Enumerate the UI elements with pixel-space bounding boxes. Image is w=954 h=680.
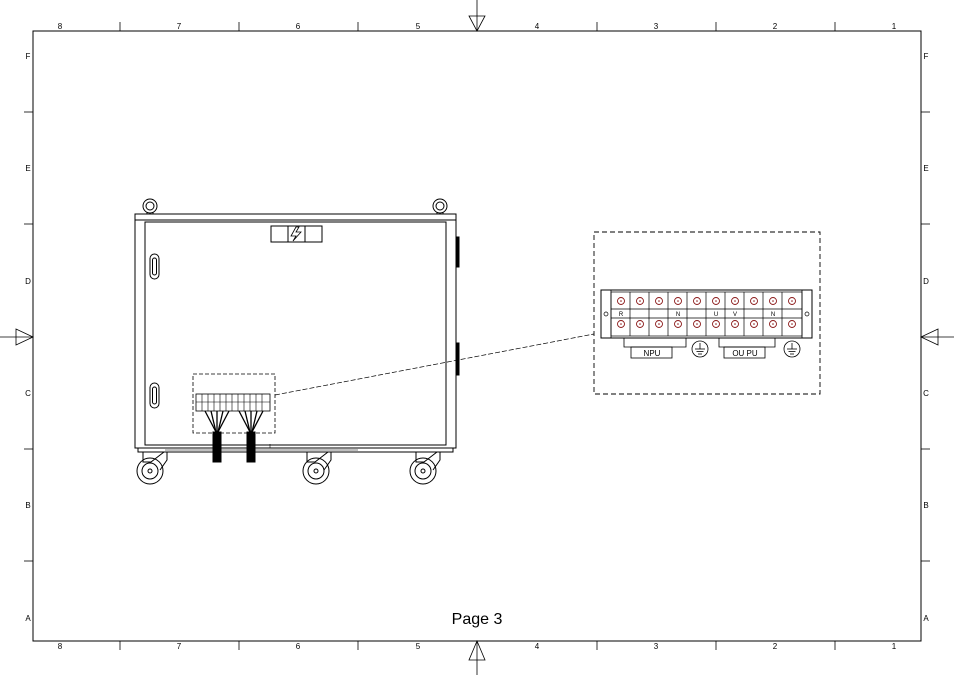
terminal-detail-callout bbox=[593, 231, 821, 395]
input-group-label-box bbox=[630, 346, 673, 359]
zone-row-right-4: C bbox=[923, 389, 929, 398]
terminal-strip bbox=[600, 289, 813, 339]
caster-wheels bbox=[136, 451, 441, 485]
zone-row-right-1: F bbox=[924, 52, 929, 61]
zone-row-left-6: A bbox=[25, 614, 31, 623]
door-handle-top bbox=[149, 253, 160, 280]
terminal-label-r: R bbox=[619, 312, 624, 318]
output-cable-fan bbox=[238, 410, 264, 433]
zone-col-bottom-7: 2 bbox=[773, 642, 778, 651]
zone-ticks bbox=[24, 22, 930, 650]
mounting-hole-left bbox=[603, 311, 609, 317]
zone-col-top-2: 7 bbox=[177, 22, 182, 31]
detail-leader-line bbox=[274, 333, 595, 396]
zone-row-left-1: F bbox=[26, 52, 31, 61]
zone-row-right-3: D bbox=[923, 277, 929, 286]
lifting-eye-right bbox=[432, 198, 448, 214]
zone-row-right-6: A bbox=[923, 614, 929, 623]
terminal-screw-centers bbox=[620, 300, 793, 325]
terminal-strip-end-left bbox=[600, 289, 612, 339]
zone-col-bottom-5: 4 bbox=[535, 642, 540, 651]
output-earth-icon bbox=[783, 340, 801, 358]
zone-col-top-8: 1 bbox=[892, 22, 897, 31]
caster-wheel-middle bbox=[302, 451, 332, 485]
terminal-cells bbox=[610, 291, 803, 337]
zone-col-top-6: 3 bbox=[654, 22, 659, 31]
zone-col-top-1: 8 bbox=[58, 22, 63, 31]
terminal-label-n-input: N bbox=[676, 312, 680, 318]
terminal-label-v: V bbox=[733, 312, 737, 318]
warning-label-plate bbox=[270, 225, 323, 243]
terminal-area-callout bbox=[192, 373, 276, 434]
input-group-bracket bbox=[623, 338, 687, 348]
terminal-label-u: U bbox=[714, 312, 718, 318]
high-voltage-icon bbox=[290, 226, 302, 242]
centering-mark-bottom bbox=[468, 639, 486, 675]
output-cable-bundle bbox=[246, 431, 256, 463]
zone-col-top-7: 2 bbox=[773, 22, 778, 31]
output-group-label-box bbox=[723, 346, 766, 359]
zone-col-bottom-6: 3 bbox=[654, 642, 659, 651]
mounting-hole-right bbox=[804, 311, 810, 317]
zone-row-right-2: E bbox=[923, 164, 928, 173]
terminal-screws bbox=[617, 297, 796, 328]
cabinet-base bbox=[137, 447, 454, 453]
zone-col-bottom-2: 7 bbox=[177, 642, 182, 651]
zone-col-bottom-8: 1 bbox=[892, 642, 897, 651]
zone-col-bottom-3: 6 bbox=[296, 642, 301, 651]
terminal-strip-miniature bbox=[195, 393, 271, 412]
zone-row-labels: F E D C B A F E D C B A bbox=[25, 52, 929, 623]
centering-mark-right bbox=[920, 328, 954, 346]
terminal-label-n-output: N bbox=[771, 312, 775, 318]
zone-row-left-5: B bbox=[25, 501, 30, 510]
output-group-label: OU PU bbox=[732, 349, 758, 358]
cabinet-door bbox=[144, 221, 447, 446]
cabinet-body bbox=[134, 213, 457, 449]
caster-wheel-left bbox=[136, 451, 168, 485]
input-cable-fan bbox=[204, 410, 230, 433]
terminal-strip-miniature-cells bbox=[196, 394, 270, 411]
terminal-strip-end-right bbox=[801, 289, 813, 339]
zone-col-bottom-1: 8 bbox=[58, 642, 63, 651]
door-handle-bottom bbox=[149, 382, 160, 409]
centering-mark-left bbox=[0, 328, 34, 346]
zone-col-top-3: 6 bbox=[296, 22, 301, 31]
cabinet-terminal-area bbox=[192, 373, 276, 463]
zone-row-left-2: E bbox=[25, 164, 30, 173]
page-label: Page 3 bbox=[452, 611, 503, 628]
output-group-bracket bbox=[718, 338, 776, 348]
input-cable-bundle bbox=[212, 431, 222, 463]
zone-row-left-4: C bbox=[25, 389, 31, 398]
caster-wheel-right bbox=[409, 451, 441, 485]
group-labels: NPU OU PU bbox=[644, 349, 758, 358]
side-hinge-bottom bbox=[455, 342, 460, 376]
zone-col-bottom-4: 5 bbox=[416, 642, 421, 651]
cabinet-front-view bbox=[134, 198, 460, 453]
side-hinge-top bbox=[455, 236, 460, 268]
zone-row-right-5: B bbox=[923, 501, 928, 510]
input-group-label: NPU bbox=[644, 349, 661, 358]
zone-row-left-3: D bbox=[25, 277, 31, 286]
centering-mark-top bbox=[468, 0, 486, 32]
zone-column-labels: 8 7 6 5 4 3 2 1 8 7 6 5 4 3 2 1 bbox=[58, 22, 897, 651]
zone-col-top-5: 4 bbox=[535, 22, 540, 31]
terminal-detail-view bbox=[593, 231, 821, 395]
terminal-labels: R N U V N bbox=[619, 312, 775, 318]
input-earth-icon bbox=[691, 340, 709, 358]
zone-col-top-4: 5 bbox=[416, 22, 421, 31]
lifting-eye-left bbox=[142, 198, 158, 214]
